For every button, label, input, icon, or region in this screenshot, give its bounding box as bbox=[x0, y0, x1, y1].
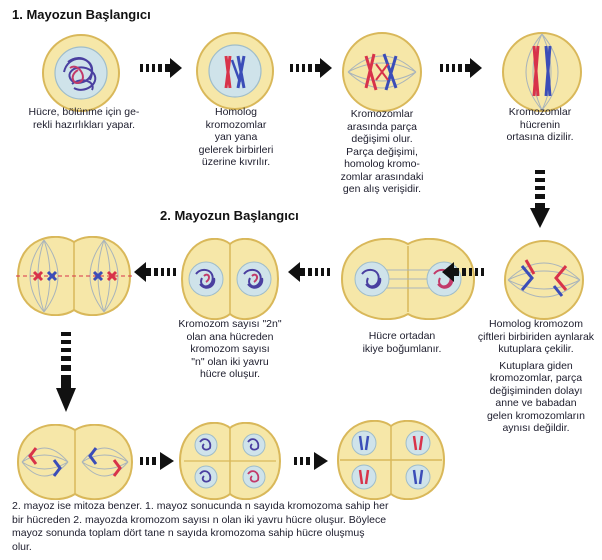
caption-line: "n" olan iki yavru bbox=[191, 355, 269, 368]
arrow-left-2 bbox=[288, 262, 330, 282]
arrow-down-right bbox=[530, 170, 550, 228]
caption-line: ortasına dizilir. bbox=[506, 131, 574, 143]
caption-metaphase: Kromozomlar hücrenin ortasına dizilir. bbox=[488, 106, 592, 144]
caption-line: gen alış verişidir. bbox=[342, 183, 422, 195]
caption-anaphase-1: Homolog kromozom çiftleri birbiriden ayn… bbox=[470, 318, 602, 435]
caption-cell-preparation: Hücre, bölünme için ge- rekli hazırlıkla… bbox=[4, 106, 164, 131]
caption-two-daughters: Kromozom sayısı "2n" olan ana hücreden k… bbox=[160, 318, 300, 381]
cell-anaphase-1 bbox=[504, 240, 584, 320]
caption-line: Kutuplara giden bbox=[499, 359, 573, 372]
caption-line: kromozomlar bbox=[205, 118, 267, 131]
footer-line: bir hücreden 2. mayozda kromozom sayısı … bbox=[12, 513, 387, 526]
caption-line: Kromozomlar bbox=[350, 108, 414, 120]
arrow-down-left bbox=[56, 332, 76, 412]
caption-line: Homolog bbox=[214, 106, 258, 118]
caption-line: Kromozom sayısı "2n" bbox=[178, 318, 282, 330]
cell-prophase-start bbox=[42, 34, 120, 112]
caption-line: gelen kromozomların bbox=[486, 409, 586, 422]
caption-line: üzerine kıvrılır. bbox=[201, 156, 271, 168]
caption-line: Kromozomlar bbox=[508, 106, 572, 118]
caption-line: Homolog kromozom bbox=[489, 318, 583, 330]
arrow-left-3 bbox=[134, 262, 176, 282]
caption-line: zomlar arasındaki bbox=[340, 170, 424, 183]
caption-line: kutuplara çekilir. bbox=[498, 343, 574, 355]
caption-line: homolog kromo- bbox=[344, 158, 420, 170]
cell-synapsis bbox=[196, 32, 274, 110]
footer-line: olur. bbox=[12, 540, 32, 553]
section1-title: 1. Mayozun Başlangıcı bbox=[12, 7, 151, 22]
caption-line: Parça değişimi, bbox=[346, 145, 418, 158]
caption-line: rekli hazırlıkları yapar. bbox=[32, 118, 136, 131]
cell-telophase-1 bbox=[340, 238, 476, 320]
caption-line: arasında parça bbox=[346, 120, 418, 133]
caption-line: anne ve babadan bbox=[495, 397, 577, 409]
cell-crossing-over bbox=[342, 32, 422, 112]
cell-two-daughters bbox=[180, 238, 280, 320]
caption-line: değişiminden dolayı bbox=[489, 384, 583, 397]
caption-line: hücrenin bbox=[519, 118, 561, 131]
caption-line: kromozom sayısı bbox=[190, 343, 270, 355]
caption-line: olan ana hücreden bbox=[186, 330, 274, 343]
caption-line: kromozomlar, parça bbox=[489, 372, 583, 384]
cell-four-nuclei bbox=[178, 422, 282, 500]
footer-explanation: 2. mayoz ise mitoza benzer. 1. mayoz son… bbox=[12, 500, 452, 554]
caption-synapsis: Homolog kromozomlar yan yana gelerek bir… bbox=[180, 106, 292, 169]
arrow-right-1 bbox=[140, 58, 182, 78]
footer-line: 2. mayoz ise mitoza benzer. 1. mayoz son… bbox=[12, 500, 389, 512]
cell-meiosis2-anaphase bbox=[16, 424, 134, 500]
arrow-right-3 bbox=[440, 58, 482, 78]
caption-line: Hücre ortadan bbox=[368, 330, 436, 342]
arrow-right-4 bbox=[140, 452, 174, 470]
section2-title: 2. Mayozun Başlangıcı bbox=[160, 208, 299, 223]
arrow-right-5 bbox=[294, 452, 328, 470]
cell-four-daughters bbox=[336, 420, 446, 500]
arrow-right-2 bbox=[290, 58, 332, 78]
arrow-left-1 bbox=[442, 262, 484, 282]
cell-meiosis2-metaphase bbox=[16, 236, 132, 316]
caption-crossing-over: Kromozomlar arasında parça değişimi olur… bbox=[322, 108, 442, 196]
caption-line: yan yana bbox=[214, 131, 258, 143]
caption-line: Hücre, bölünme için ge- bbox=[28, 106, 140, 118]
caption-line: gelerek birbirleri bbox=[198, 143, 274, 156]
footer-line: mayoz sonunda toplam dört tane n sayıda … bbox=[12, 527, 365, 539]
cell-metaphase bbox=[502, 32, 582, 112]
caption-cytokinesis: Hücre ortadan ikiye boğumlanır. bbox=[342, 330, 462, 355]
caption-line: değişimi olur. bbox=[351, 133, 413, 145]
caption-line: ikiye boğumlanır. bbox=[362, 342, 442, 355]
caption-line: çiftleri birbiriden aynlarak bbox=[477, 330, 595, 343]
caption-line: hücre oluşur. bbox=[199, 368, 261, 380]
caption-line: aynısı değildir. bbox=[502, 422, 570, 434]
